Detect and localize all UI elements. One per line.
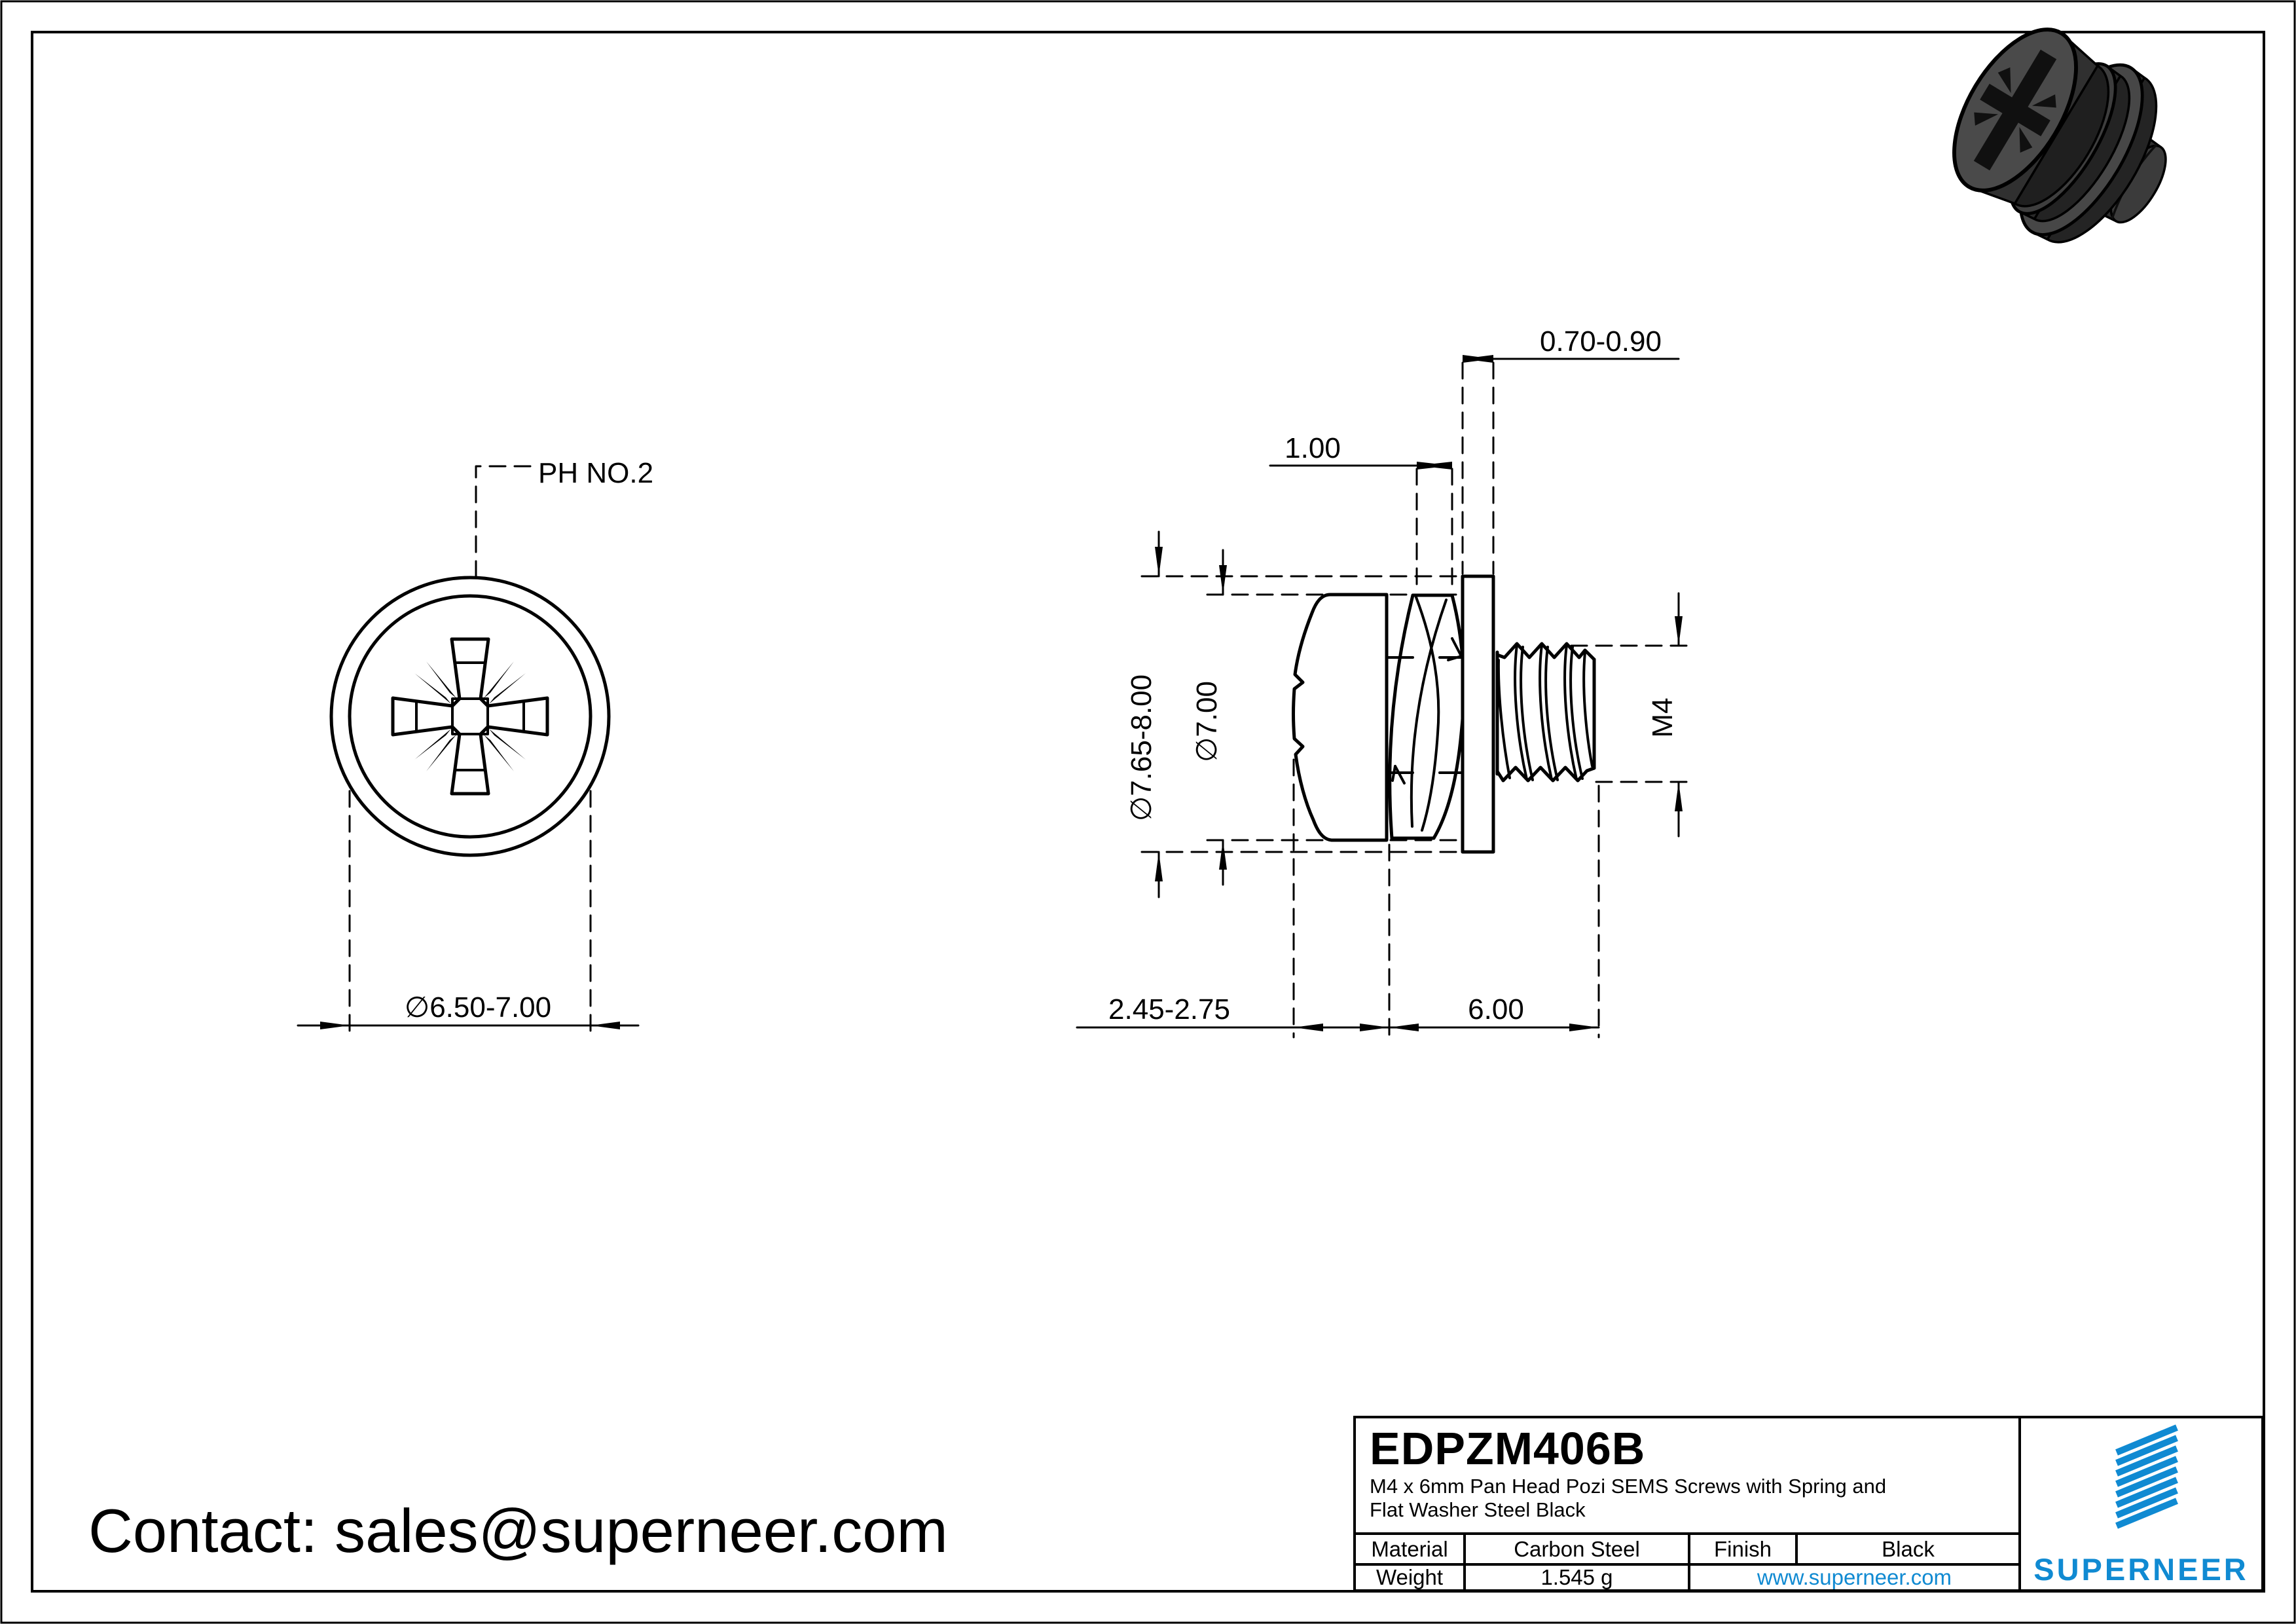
pozi-recess-3d — [1973, 49, 2057, 171]
front-view: PH NO.2 ∅6.50-7.00 — [297, 457, 653, 1039]
title-block: EDPZM406B M4 x 6mm Pan Head Pozi SEMS Sc… — [1353, 1416, 2264, 1592]
part-description-line2: Flat Washer Steel Black — [1370, 1498, 1586, 1521]
part-number: EDPZM406B — [1370, 1423, 1646, 1474]
part-description: M4 x 6mm Pan Head Pozi SEMS Screws with … — [1370, 1475, 1886, 1522]
finish-label: Finish — [1688, 1535, 1795, 1563]
pozi-recess — [391, 637, 549, 796]
logo-stripes-icon — [2115, 1424, 2178, 1529]
part-description-line1: M4 x 6mm Pan Head Pozi SEMS Screws with … — [1370, 1475, 1887, 1498]
weight-label: Weight — [1376, 1566, 1444, 1589]
screw-3d-render — [1952, 28, 2167, 244]
finish-value: Black — [1795, 1535, 2018, 1563]
dim-head-od: ∅7.00 — [1191, 681, 1223, 762]
contact-line: Contact: sales@superneer.com — [88, 1496, 948, 1565]
pan-head-profile — [1292, 593, 1389, 842]
dim-arrow — [591, 1022, 620, 1029]
dim-spring-washer-thickness: 1.00 — [1285, 432, 1341, 464]
weight-website-row: Weight 1.545 g www.superneer.com — [1356, 1563, 2018, 1589]
screw-side-profile — [1292, 574, 1596, 854]
material-finish-row: Material Carbon Steel Finish Black — [1356, 1532, 2018, 1563]
flat-washer-profile — [1461, 574, 1495, 854]
dim-flat-washer-thickness: 0.70-0.90 — [1540, 325, 1662, 358]
brand-logo — [2115, 1424, 2178, 1529]
title-block-info: EDPZM406B M4 x 6mm Pan Head Pozi SEMS Sc… — [1356, 1418, 2018, 1589]
dim-arrow — [320, 1022, 350, 1029]
dim-thread-length: 6.00 — [1468, 993, 1524, 1025]
material-label: Material — [1371, 1536, 1448, 1561]
spring-washer-profile — [1388, 593, 1466, 840]
recess-label: PH NO.2 — [538, 457, 653, 489]
pozi-tick-marks — [414, 661, 526, 771]
dim-thread-spec: M4 — [1647, 697, 1679, 737]
website-link[interactable]: www.superneer.com — [1757, 1566, 1952, 1589]
weight-value: 1.545 g — [1463, 1566, 1688, 1589]
dim-flat-washer-od: ∅7.65-8.00 — [1125, 674, 1157, 821]
thread-profile — [1495, 642, 1596, 783]
head-outline-circle — [348, 594, 592, 839]
brand-panel: SUPERNEER — [2018, 1418, 2261, 1589]
dim-head-height: 2.45-2.75 — [1108, 993, 1230, 1025]
side-view: 0.70-0.90 1.00 2.45-2.75 6.00 ∅7.65-8.00… — [1076, 325, 1690, 1039]
dim-head-diameter: ∅6.50-7.00 — [405, 991, 551, 1024]
brand-name: SUPERNEER — [2033, 1552, 2249, 1587]
leader-line — [475, 465, 532, 613]
dim-arrows — [1155, 355, 1683, 1031]
material-value: Carbon Steel — [1463, 1535, 1688, 1563]
extension-lines — [1140, 361, 1690, 1039]
